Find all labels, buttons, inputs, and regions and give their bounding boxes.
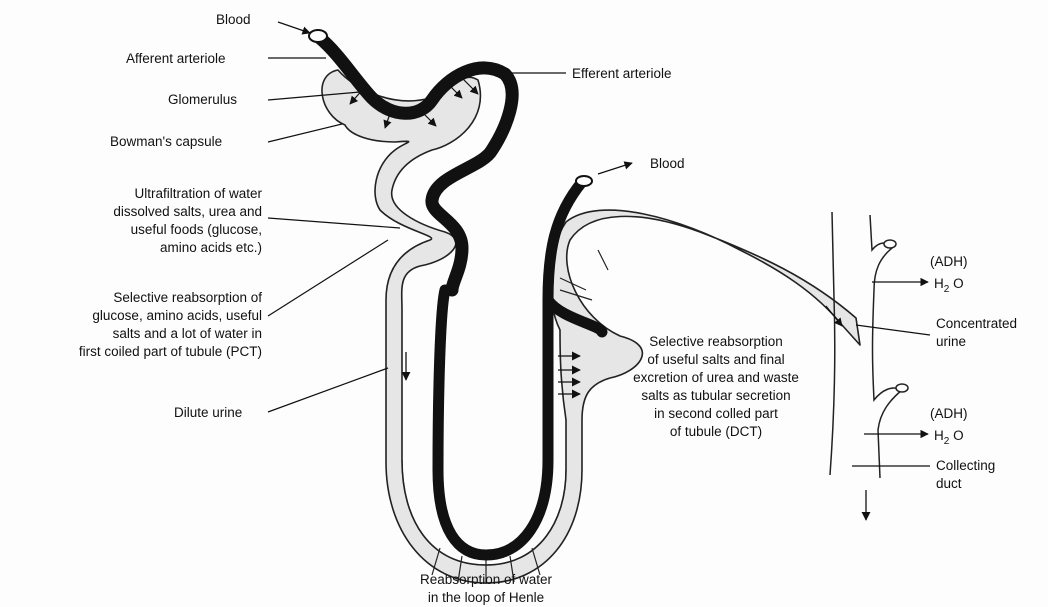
label-efferent-arteriole: Efferent arteriole: [572, 66, 672, 81]
label-loop-of-henle: Reabsorption of water: [420, 572, 553, 587]
ultrafiltration-line: useful foods (glucose,: [131, 222, 262, 237]
ultrafiltration-line: amino acids etc.): [160, 240, 262, 255]
dct-line: of useful salts and final: [647, 352, 784, 367]
label-pct: Selective reabsorption of glucose, amino…: [79, 290, 262, 359]
dct-line: in second colled part: [654, 406, 778, 421]
vessel-opening: [576, 176, 592, 186]
dct-line: Selective reabsorption: [649, 334, 783, 349]
label-blood-out: Blood: [650, 156, 685, 171]
label-collecting-duct: Collecting: [936, 458, 995, 473]
ultrafiltration-line: dissolved salts, urea and: [113, 204, 262, 219]
dct-line: excretion of urea and waste: [633, 370, 799, 385]
label-dilute-urine: Dilute urine: [174, 405, 242, 420]
label-collecting-duct: duct: [936, 476, 962, 491]
pct-line: Selective reabsorption of: [113, 290, 262, 305]
label-loop-of-henle: in the loop of Henle: [428, 590, 544, 605]
label-adh-lower: (ADH): [930, 406, 968, 421]
dct-line: salts as tubular secretion: [641, 388, 790, 403]
label-adh-upper: (ADH): [930, 254, 968, 269]
pct-line: salts and a lot of water in: [113, 326, 262, 341]
dct-line: of tubule (DCT): [670, 424, 762, 439]
ultrafiltration-line: Ultrafiltration of water: [134, 186, 262, 201]
pct-line: glucose, amino acids, useful: [92, 308, 262, 323]
label-concentrated-urine: Concentrated: [936, 316, 1017, 331]
pct-line: first coiled part of tubule (PCT): [79, 344, 262, 359]
label-water-upper: H2 O: [934, 276, 964, 295]
afferent-opening: [309, 30, 327, 42]
label-ultrafiltration: Ultrafiltration of water dissolved salts…: [113, 186, 262, 255]
label-afferent-arteriole: Afferent arteriole: [126, 51, 226, 66]
label-concentrated-urine: urine: [936, 334, 966, 349]
label-blood-in: Blood: [216, 12, 251, 27]
collecting-duct: [830, 212, 908, 478]
label-glomerulus: Glomerulus: [168, 92, 237, 107]
label-bowmans-capsule: Bowman's capsule: [110, 134, 222, 149]
label-water-lower: H2 O: [934, 428, 964, 447]
label-dct: Selective reabsorption of useful salts a…: [633, 334, 799, 439]
